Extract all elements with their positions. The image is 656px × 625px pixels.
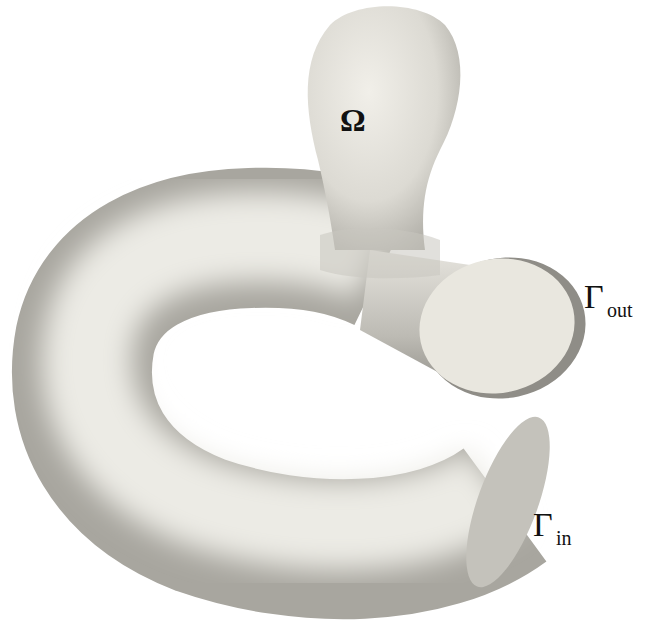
boundary-symbol: Γ xyxy=(584,280,604,314)
boundary-symbol: Γ xyxy=(533,508,553,542)
domain-symbol: Ω xyxy=(340,104,366,136)
boundary-subscript: out xyxy=(607,300,633,320)
boundary-subscript: in xyxy=(556,528,572,548)
